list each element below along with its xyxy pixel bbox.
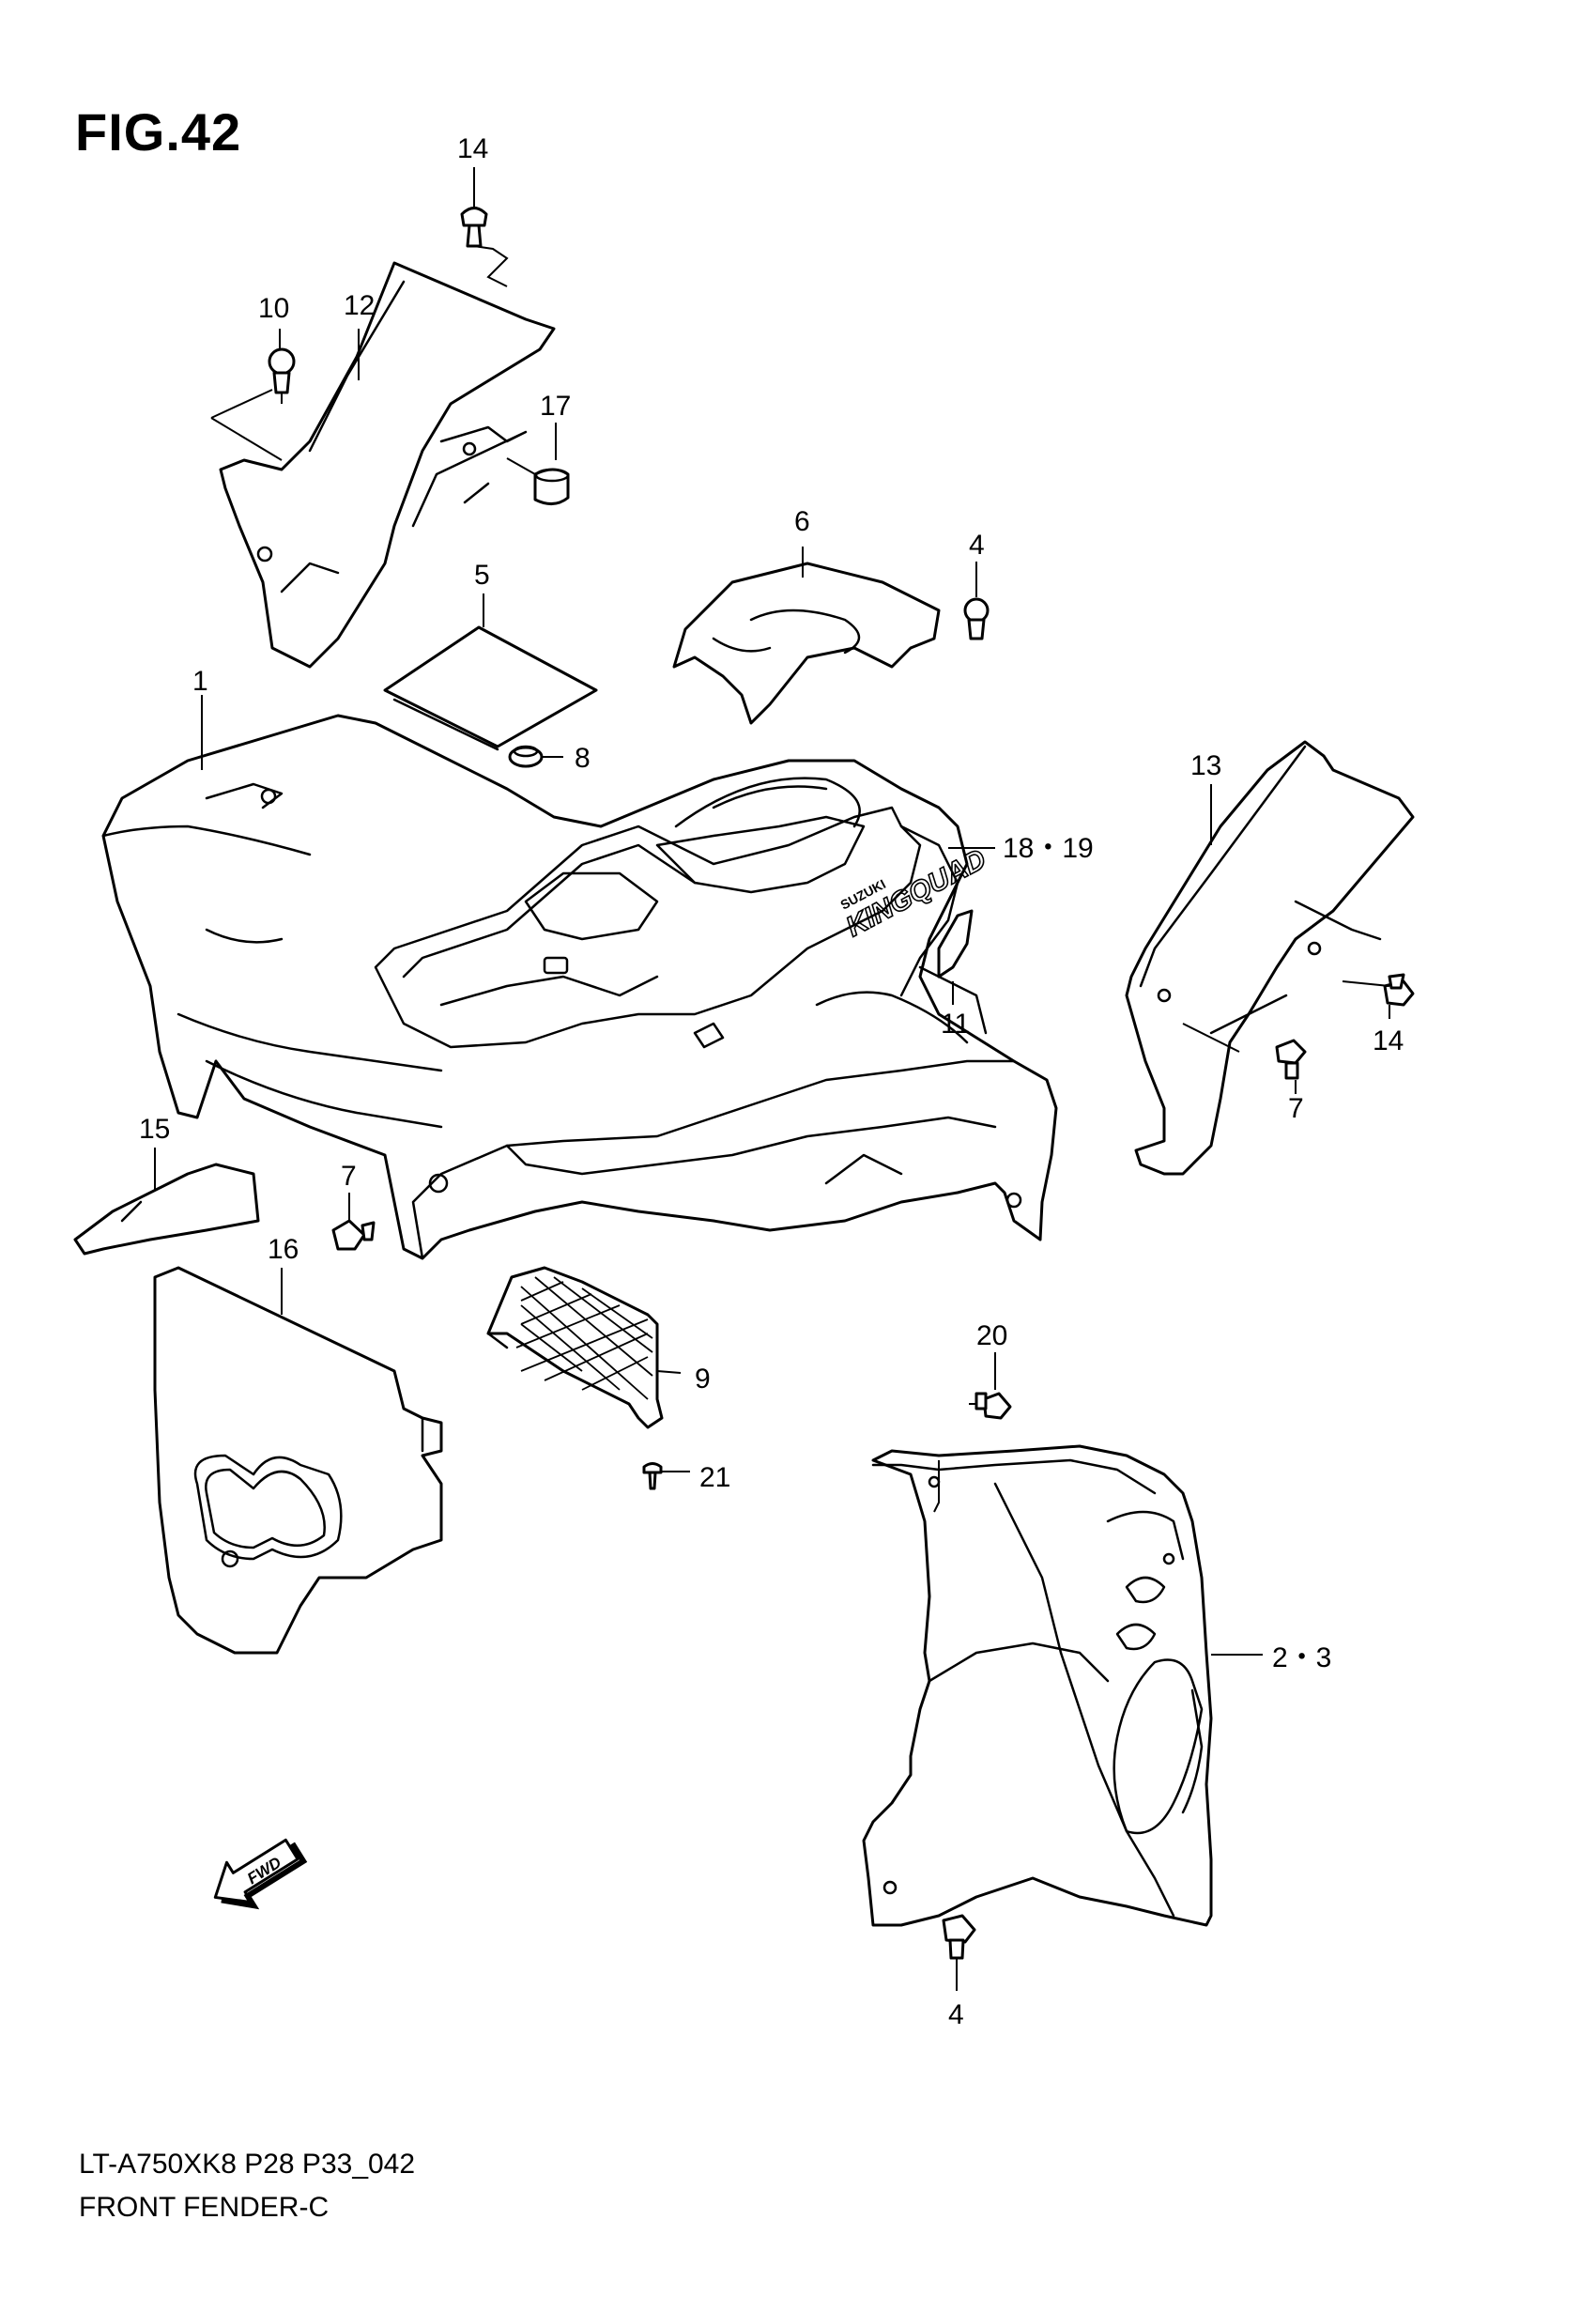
callout-4-lower: 4 [948,1999,964,2030]
part-16-splash-panel [153,1266,443,1655]
callout-6: 6 [794,506,810,537]
callout-15: 15 [139,1114,170,1145]
part-13-right-side-panel [1125,740,1415,1176]
part-7-bolt-right [1275,1039,1307,1080]
part-6-inner-cover [672,562,941,725]
callout-4-upper: 4 [969,530,985,561]
callout-13: 13 [1190,750,1221,781]
callout-21: 21 [699,1462,730,1493]
callout-11: 11 [941,1009,970,1040]
callout-14-right: 14 [1373,1025,1404,1056]
callout-14-top: 14 [457,133,488,164]
part-15-bracket [73,1163,260,1256]
part-14-bolt-right [1342,973,1415,1007]
part-1-front-fender: KINGQUAD SUZUKI [101,714,1058,1260]
part-4-clip-upper [963,597,990,640]
callout-1: 1 [192,666,208,697]
callout-10: 10 [258,293,289,324]
callout-8: 8 [575,743,591,774]
callout-18-19: 18・19 [1003,833,1094,864]
callout-7-right: 7 [1288,1093,1304,1124]
section-name: FRONT FENDER-C [79,2192,330,2223]
part-17-grommet [506,457,570,505]
callout-leaders [154,167,1390,1991]
part-21-screw [642,1462,663,1490]
part-11-side-decal [937,909,974,979]
model-code: LT-A750XK8 P28 P33_042 [79,2149,416,2180]
callout-16: 16 [268,1234,299,1265]
part-9-mesh-grille [486,1266,664,1429]
callout-12: 12 [344,290,375,321]
part-12-left-side-panel [210,261,556,669]
part-10-clip [268,347,296,404]
callout-7-center: 7 [341,1161,357,1192]
part-14-clip-top [460,207,509,287]
part-2-3-inner-fender-liner [862,1444,1213,1927]
part-4-clip-lower [942,1914,976,1960]
callout-2-3: 2・3 [1272,1642,1331,1673]
callout-labels: 14 10 12 17 5 6 4 1 8 18・19 11 13 14 7 1… [139,133,1404,2030]
figure-title: FIG.42 [75,102,242,162]
part-8-grommet [508,745,544,768]
callout-9: 9 [695,1364,711,1395]
part-20-bolt [933,1352,1012,1513]
part-7-bolt-center [331,1193,376,1251]
callout-17: 17 [540,391,571,422]
callout-5: 5 [474,560,490,591]
callout-20: 20 [976,1320,1007,1351]
part-5-cover-lid [383,625,598,751]
forward-direction-arrow-icon: FWD [213,1838,308,1910]
